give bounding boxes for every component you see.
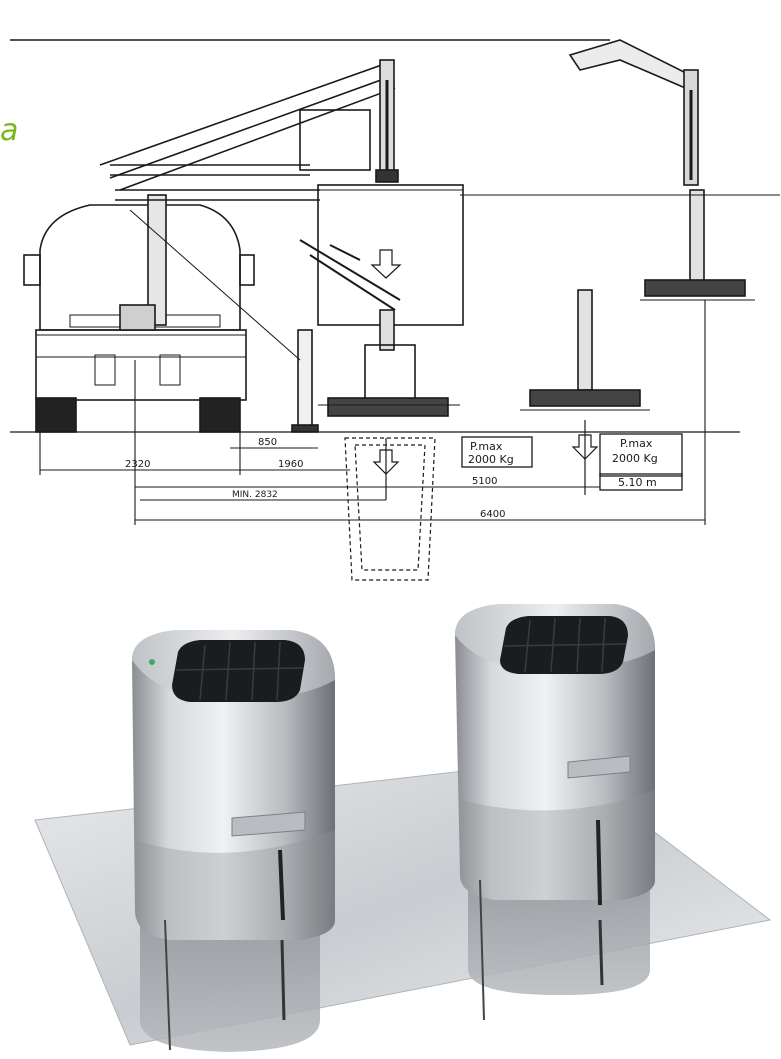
dim-1960: 1960: [278, 459, 303, 470]
dimension-lines: [39, 300, 706, 525]
corner-glyph: a: [0, 113, 18, 148]
bin-render: [34, 604, 772, 1052]
crane-technical-drawing: 850 2320 1960 5100 MIN. 2832 6400 P.max …: [0, 39, 780, 581]
dim-min-2832: MIN. 2832: [232, 490, 278, 500]
crane-boom: [99, 61, 396, 361]
hoist-rotator-2: [568, 39, 755, 301]
dim-6400: 6400: [480, 509, 505, 520]
dim-2320: 2320: [125, 459, 150, 470]
load-label-2-reach: 5.10 m: [618, 476, 657, 489]
dim-5100: 5100: [472, 476, 497, 487]
load-label-2-line2: 2000 Kg: [612, 452, 658, 465]
hoist-rotator-1: [375, 59, 399, 183]
bin-left: [132, 630, 335, 1052]
load-label-1-line2: 2000 Kg: [468, 453, 514, 466]
load-label-2-line1: P.max: [620, 437, 653, 450]
load-label-1-line1: P.max: [470, 440, 503, 453]
truck-cab: [23, 204, 255, 433]
dim-850: 850: [258, 437, 277, 448]
bin-pit-outline: [344, 437, 436, 581]
hoist-rotator-3: [520, 289, 650, 411]
bin-right: [455, 604, 655, 1021]
